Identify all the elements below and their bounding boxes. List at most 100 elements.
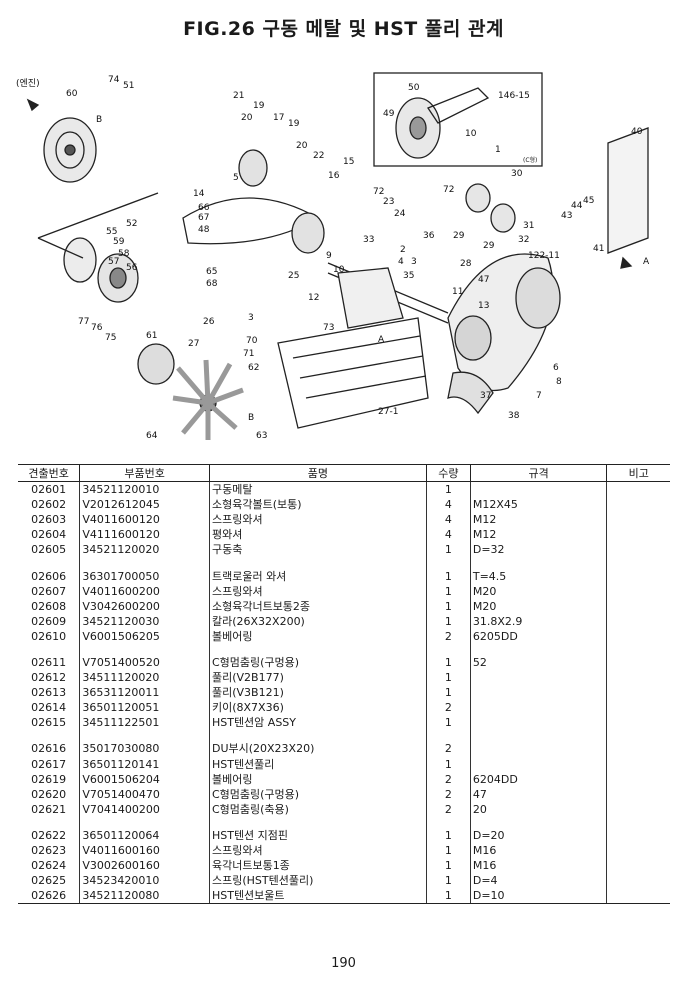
cell-part-no: V6001506205	[79, 628, 210, 644]
cell-part-no: 36531120011	[79, 685, 210, 701]
spacer-cell	[18, 817, 80, 828]
cell-part-name: 구동메탈	[208, 481, 427, 498]
cell-quantity: 1	[425, 858, 471, 874]
cell-part-no: 35017030080	[79, 741, 210, 757]
cell-index-no: 02622	[31, 828, 67, 842]
spacer-cell	[425, 816, 471, 828]
page-title: FIG.26 구동 메탈 및 HST 풀리 관계	[183, 18, 504, 40]
svg-text:59: 59	[113, 237, 125, 247]
spacer-cell	[606, 557, 670, 569]
svg-text:B: B	[96, 115, 102, 125]
cell-index-no: 02615	[31, 716, 67, 730]
spacer-cell	[469, 557, 607, 569]
cell-quantity: 2	[425, 801, 471, 817]
svg-text:(C형): (C형)	[523, 156, 537, 164]
svg-text:(엔진): (엔진)	[16, 78, 40, 89]
svg-text:72: 72	[443, 185, 454, 195]
cell-part-no: 36501120051	[79, 700, 210, 716]
cell-spec: 31.8X2.9	[469, 613, 607, 629]
cell-quantity: 1	[425, 685, 471, 701]
cell-remarks	[606, 715, 670, 731]
cell-index-no: 02620	[31, 787, 67, 801]
svg-text:60: 60	[66, 89, 78, 99]
spacer-cell	[425, 730, 471, 742]
cell-quantity: 2	[425, 786, 471, 802]
svg-text:19: 19	[253, 101, 265, 111]
column-header-spec: 규격	[469, 464, 607, 482]
cell-quantity: 4	[425, 497, 471, 513]
cell-quantity: 1	[425, 481, 471, 498]
cell-index-no: 02602	[31, 498, 67, 512]
svg-text:28: 28	[460, 259, 472, 269]
cell-remarks	[606, 670, 670, 686]
svg-text:20: 20	[241, 113, 253, 123]
cell-remarks	[606, 598, 670, 614]
cell-spec	[469, 741, 607, 757]
cell-quantity: 2	[425, 700, 471, 716]
cell-index-no: 02601	[31, 483, 67, 497]
cell-spec: M20	[469, 598, 607, 614]
cell-index-no: 02613	[31, 686, 67, 700]
cell-part-no: V4011600120	[79, 512, 210, 528]
cell-index-no: 02612	[31, 671, 67, 685]
cell-part-no: 34511122501	[79, 715, 210, 731]
svg-text:44: 44	[571, 201, 583, 211]
spacer-cell	[469, 816, 607, 828]
svg-text:A: A	[643, 257, 650, 267]
cell-part-no: 36501120064	[79, 827, 210, 843]
spacer-cell	[208, 816, 427, 828]
svg-text:61: 61	[146, 331, 157, 341]
cell-part-no: 36301700050	[79, 568, 210, 584]
column-header-part-no: 부품번호	[79, 464, 210, 482]
cell-spec: D=32	[469, 542, 607, 558]
cell-remarks	[606, 527, 670, 543]
svg-text:23: 23	[383, 197, 394, 207]
group-spacer	[18, 557, 670, 569]
page-number: 190	[331, 956, 356, 971]
cell-index-no: 02607	[31, 584, 67, 598]
cell-index-no: 02616	[31, 742, 67, 756]
svg-text:5: 5	[233, 173, 239, 183]
svg-text:26: 26	[203, 317, 215, 327]
spacer-cell	[425, 557, 471, 569]
cell-remarks	[606, 628, 670, 644]
cell-index-no: 02605	[31, 543, 67, 557]
cell-part-name: 트랙로울러 와셔	[208, 568, 427, 584]
svg-text:20: 20	[296, 141, 308, 151]
cell-spec: M12X45	[469, 497, 607, 513]
cell-part-name: C형멈춤링(축용)	[208, 801, 427, 817]
cell-spec	[469, 700, 607, 716]
cell-quantity: 1	[425, 613, 471, 629]
cell-part-name: 구동축	[208, 542, 427, 558]
cell-index-no: 02606	[31, 569, 67, 583]
svg-text:64: 64	[146, 431, 158, 441]
svg-text:29: 29	[483, 241, 495, 251]
cell-remarks	[606, 873, 670, 889]
cell-quantity: 1	[425, 670, 471, 686]
cell-part-name: 소형육각너트보통2종	[208, 598, 427, 614]
svg-text:76: 76	[91, 323, 103, 333]
svg-text:10: 10	[333, 265, 345, 275]
cell-spec: M12	[469, 512, 607, 528]
cell-part-name: DU부시(20X23X20)	[208, 741, 427, 757]
cell-part-name: 칼라(26X32X200)	[208, 613, 427, 629]
group-spacer	[18, 816, 670, 828]
cell-part-no: 36501120141	[79, 756, 210, 772]
cell-quantity: 1	[425, 654, 471, 671]
cell-part-name: 소형육각볼트(보통)	[208, 497, 427, 513]
cell-index-no: 02609	[31, 614, 67, 628]
spacer-cell	[208, 730, 427, 742]
cell-part-name: HST텐션암 ASSY	[208, 715, 427, 731]
svg-text:56: 56	[126, 263, 138, 273]
svg-text:31: 31	[523, 221, 534, 231]
